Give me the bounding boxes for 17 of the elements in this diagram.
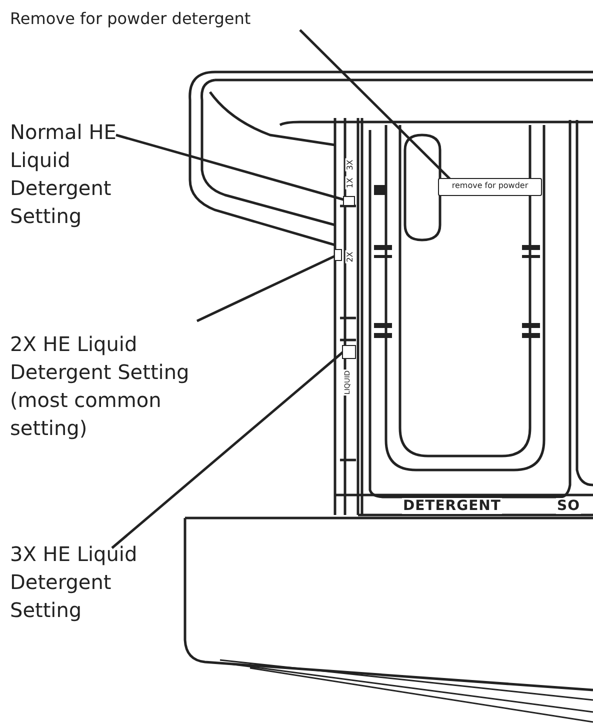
compartment-label: DETERGENT <box>402 498 502 514</box>
slider-slot <box>342 345 356 359</box>
compartment-label: SO <box>556 498 581 514</box>
tab-label: remove for powder <box>438 178 542 196</box>
leader-line <box>299 29 451 180</box>
callout-text: 3X HE Liquid Detergent Setting <box>10 540 150 665</box>
setting-mark: 2X <box>345 250 356 264</box>
slider-slot <box>334 249 342 261</box>
leader-line <box>196 254 336 322</box>
setting-mark: 3X <box>345 158 356 172</box>
slider-slot <box>343 196 355 206</box>
leader-line <box>111 351 344 549</box>
leader-line <box>116 134 346 202</box>
callout-text: 2X HE Liquid Detergent Setting (most common setting) <box>10 330 200 480</box>
callout-text: Normal HE Liquid Detergent Setting <box>10 118 150 238</box>
setting-mark: 1X <box>345 176 356 190</box>
callout-text: Remove for powder detergent <box>10 8 380 32</box>
